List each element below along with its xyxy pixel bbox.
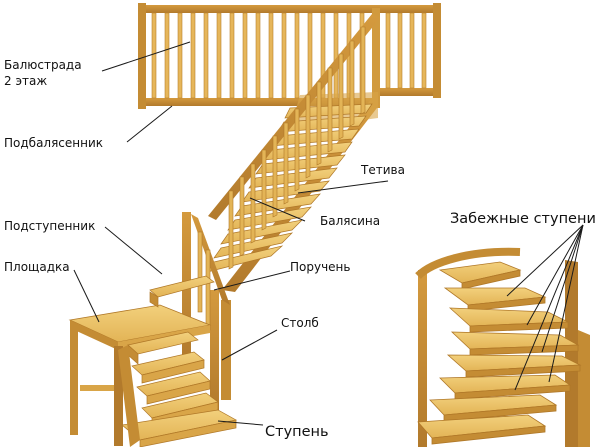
lower-flight-treads: [121, 275, 237, 447]
label-step: Ступень: [265, 424, 329, 440]
upper-balustrade: [138, 3, 441, 109]
label-balustrade: Балюстрада: [4, 58, 82, 72]
label-stringer: Тетива: [360, 163, 405, 177]
winder-stair-illustration: [415, 247, 590, 447]
lower-stringer: [118, 345, 140, 447]
leader-lines: [73, 41, 584, 426]
labels: Балюстрада 2 этаж Подбалясенник Тетива Б…: [4, 58, 596, 440]
label-post: Столб: [281, 316, 319, 330]
label-handrail: Поручень: [290, 260, 350, 274]
label-subbaluster: Подбалясенник: [4, 136, 103, 150]
wooden-stair-illustration: [68, 3, 441, 447]
label-baluster: Балясина: [320, 214, 380, 228]
label-riser: Подступенник: [4, 219, 95, 233]
label-winder-steps: Забежные ступени: [450, 211, 596, 227]
label-landing: Площадка: [4, 260, 70, 274]
upper-flight-balusters: [228, 26, 366, 270]
label-balustrade-floor: 2 этаж: [4, 74, 47, 88]
